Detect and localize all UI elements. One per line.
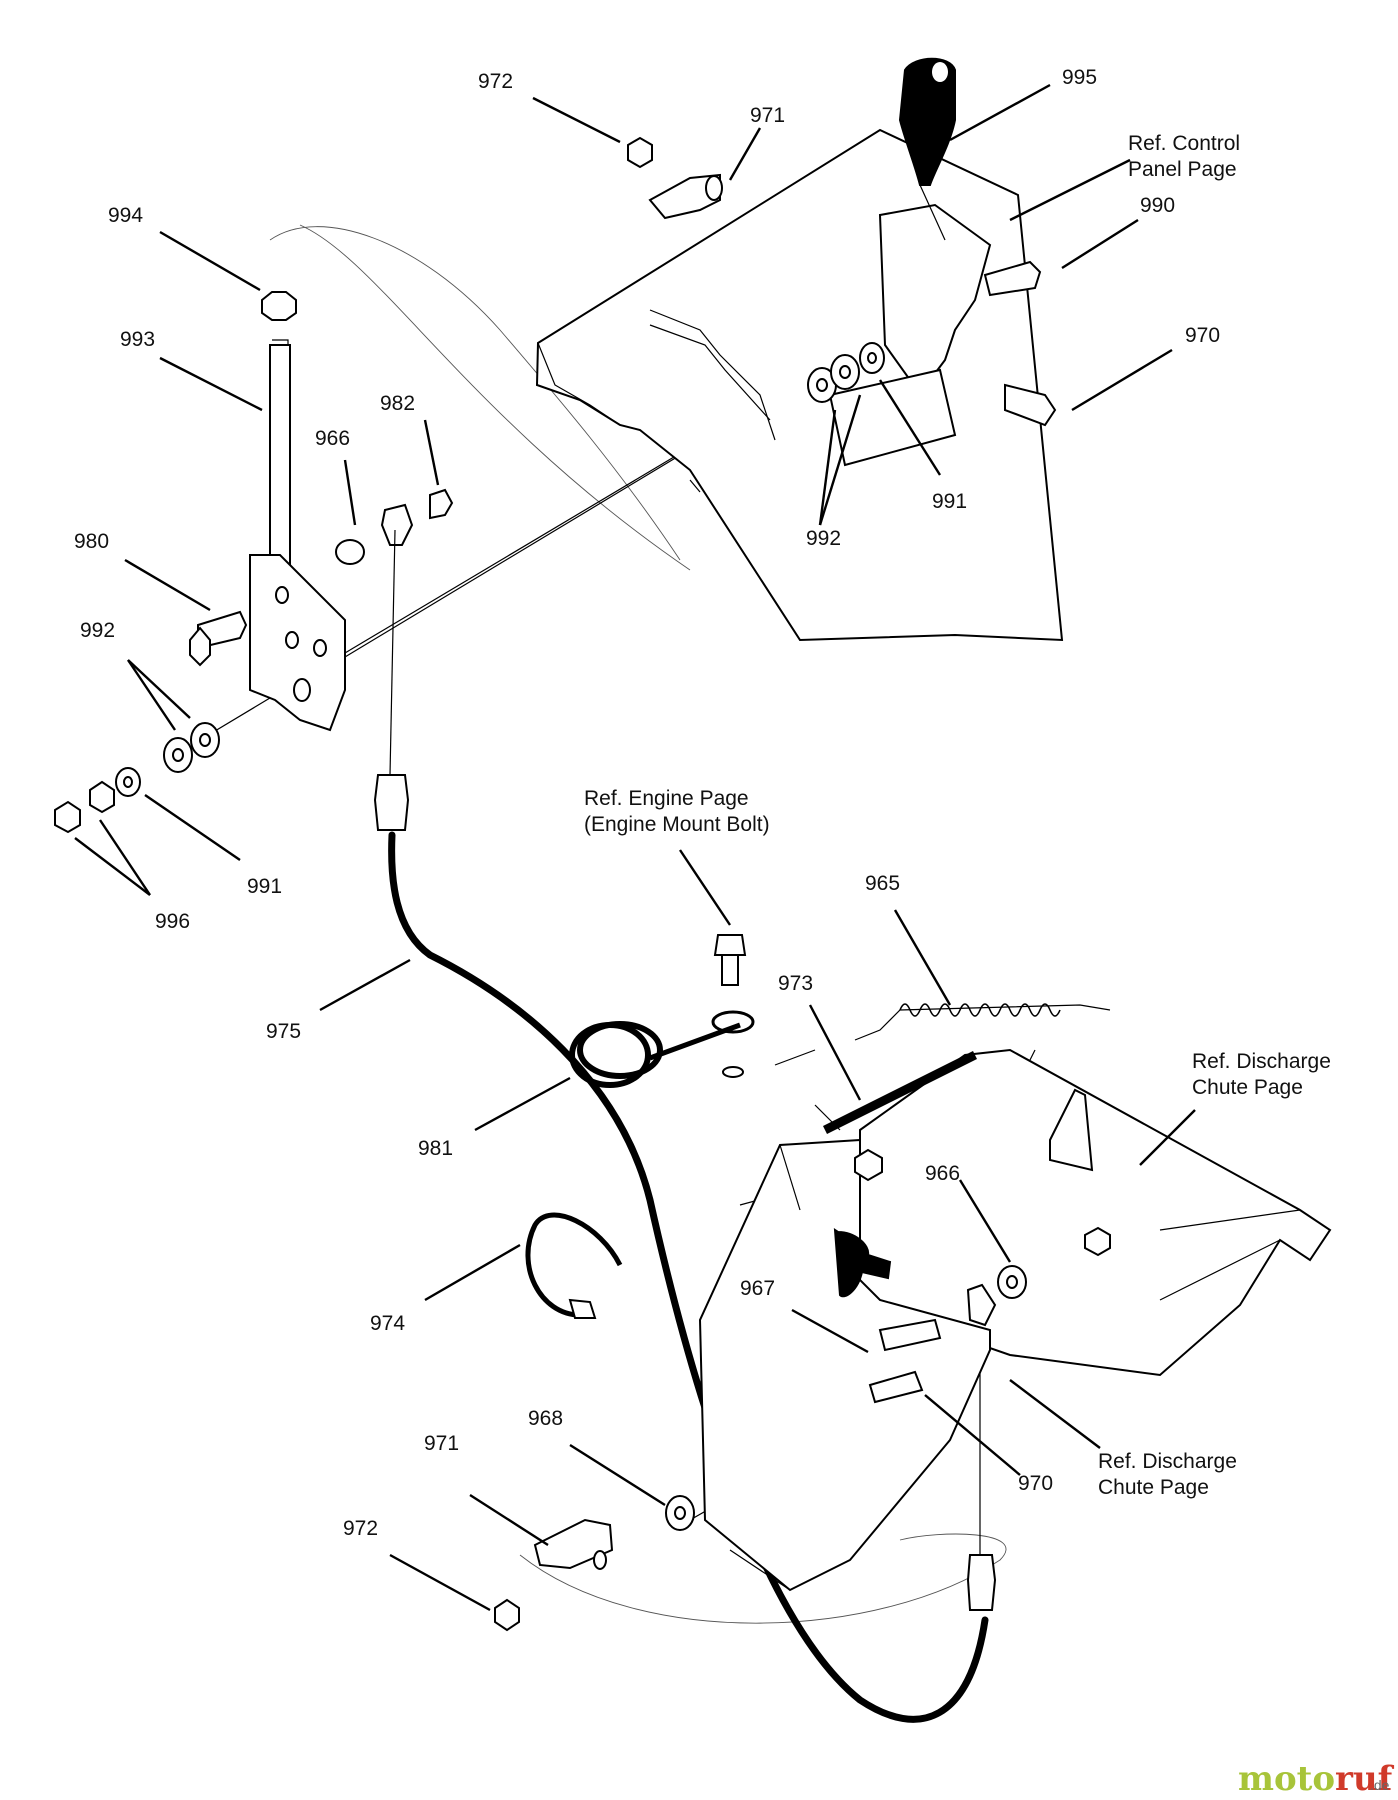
ref-engine-line2: (Engine Mount Bolt) <box>584 813 770 836</box>
leader-lines <box>74 83 1196 1612</box>
label-966-top: 966 <box>315 427 350 450</box>
reference-labels: Ref. Control Panel Page Ref. Engine Page… <box>584 132 1331 1499</box>
label-992-left: 992 <box>80 619 115 642</box>
part-labels: 972 971 995 994 993 982 966 980 992 991 … <box>74 66 1220 1540</box>
label-981: 981 <box>418 1137 453 1160</box>
control-panel <box>535 57 1064 642</box>
spring <box>854 1003 1111 1041</box>
ref-control-panel-line2: Panel Page <box>1128 158 1237 181</box>
ref-discharge-chute-1-line1: Ref. Discharge <box>1192 1050 1331 1073</box>
shift-cable <box>373 529 997 1723</box>
label-965: 965 <box>865 872 900 895</box>
ref-discharge-chute-2-line1: Ref. Discharge <box>1098 1450 1237 1473</box>
label-971-top: 971 <box>750 104 785 127</box>
motoruf-watermark: motoruf .de <box>1238 1759 1395 1799</box>
label-994: 994 <box>108 204 143 227</box>
label-970-bottom: 970 <box>1018 1472 1053 1495</box>
label-996: 996 <box>155 910 190 933</box>
label-993: 993 <box>120 328 155 351</box>
label-991-top: 991 <box>932 490 967 513</box>
discharge-chute-assembly <box>494 1003 1332 1632</box>
shift-rod-bracket <box>54 291 454 834</box>
label-972-top: 972 <box>478 70 513 93</box>
label-991-left: 991 <box>247 875 282 898</box>
ref-discharge-chute-2-line2: Chute Page <box>1098 1476 1209 1499</box>
label-971-bottom: 971 <box>424 1432 459 1455</box>
label-975: 975 <box>266 1020 301 1043</box>
watermark-brand: motoruf <box>1238 1759 1395 1799</box>
label-992-top: 992 <box>806 527 841 550</box>
ref-discharge-chute-1-line2: Chute Page <box>1192 1076 1303 1099</box>
label-967: 967 <box>740 1277 775 1300</box>
label-970-top: 970 <box>1185 324 1220 347</box>
label-968: 968 <box>528 1407 563 1430</box>
label-995: 995 <box>1062 66 1097 89</box>
label-990: 990 <box>1140 194 1175 217</box>
engine-mount-bolt <box>711 934 755 1078</box>
watermark-suffix: .de <box>1370 1777 1390 1793</box>
label-980: 980 <box>74 530 109 553</box>
ref-control-panel-line1: Ref. Control <box>1128 132 1240 155</box>
label-982: 982 <box>380 392 415 415</box>
label-972-bottom: 972 <box>343 1517 378 1540</box>
label-966-bottom: 966 <box>925 1162 960 1185</box>
retaining-ring <box>525 1212 623 1319</box>
ref-engine-line1: Ref. Engine Page <box>584 787 749 810</box>
label-973: 973 <box>778 972 813 995</box>
label-974: 974 <box>370 1312 405 1335</box>
